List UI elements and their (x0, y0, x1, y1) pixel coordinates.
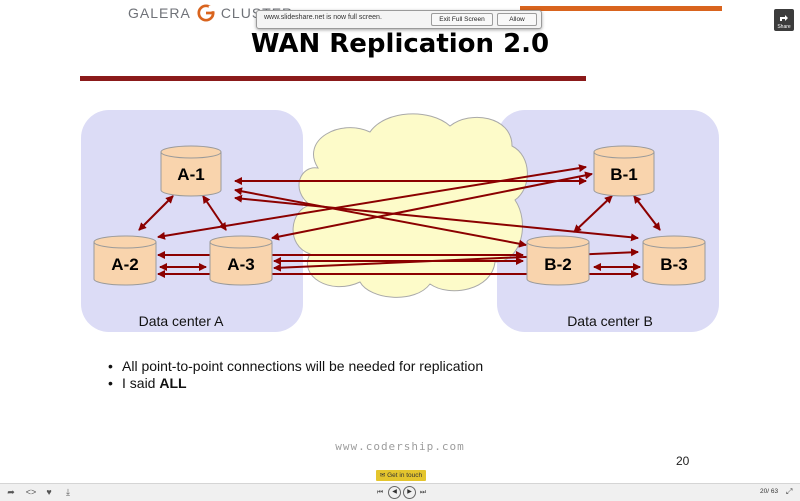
arrow-b1-b3 (633, 195, 661, 231)
logo-text-left: GALERA (128, 5, 191, 21)
share-label: Share (777, 24, 791, 30)
next-icon[interactable]: ▶ (403, 486, 416, 499)
bullet-bold-text: ALL (159, 375, 187, 391)
get-in-touch-button[interactable]: ✉ Get in touch (376, 470, 426, 481)
embed-icon[interactable]: <> (25, 487, 37, 497)
datacenter-b-label: Data center B (567, 313, 653, 329)
node-a2-label: A-2 (111, 255, 138, 274)
share-icon (780, 15, 788, 21)
bullet-item: All point-to-point connections will be n… (108, 358, 483, 375)
slide-title: WAN Replication 2.0 (250, 29, 550, 59)
expand-icon[interactable]: ⤢ (786, 487, 793, 496)
arrow-b1-b2 (573, 195, 613, 233)
node-a2: A-2 (93, 235, 157, 286)
bullet-text: All point-to-point connections will be n… (122, 358, 484, 374)
allow-button[interactable]: Allow (497, 13, 537, 26)
first-slide-icon[interactable]: ⏮ (376, 489, 384, 496)
download-icon[interactable]: ⤓ (66, 487, 70, 497)
datacenter-a-label: Data center A (139, 313, 224, 329)
node-a1-label: A-1 (177, 165, 204, 184)
footer-url: www.codership.com (335, 440, 465, 453)
header-accent-bar (520, 6, 722, 11)
node-b1: B-1 (593, 145, 655, 197)
node-a1: A-1 (160, 145, 222, 197)
share-icon[interactable]: ➦ (7, 487, 15, 497)
datacenter-a-panel (81, 110, 303, 332)
last-slide-icon[interactable]: ⏭ (419, 489, 427, 496)
slide-number: 20 (676, 454, 690, 468)
node-b3: B-3 (642, 235, 706, 286)
node-a3-label: A-3 (227, 255, 254, 274)
node-b3-label: B-3 (660, 255, 687, 274)
node-b2: B-2 (526, 235, 590, 286)
fullscreen-message: www.slideshare.net is now full screen. (264, 14, 382, 21)
bullet-item: I said ALL (108, 375, 483, 392)
player-toolbar: ➦ <> ♥ ⤓ ⏮ ◀ ▶ ⏭ 20/ 63 ⤢ (0, 483, 800, 501)
share-button[interactable]: Share (774, 9, 794, 31)
previous-icon[interactable]: ◀ (388, 486, 401, 499)
fullscreen-notification: www.slideshare.net is now full screen. E… (256, 10, 542, 29)
exit-fullscreen-button[interactable]: Exit Full Screen (431, 13, 493, 26)
get-in-touch-label: Get in touch (387, 472, 423, 479)
title-rule (80, 76, 586, 81)
datacenter-b-panel (497, 110, 719, 332)
node-b2-label: B-2 (544, 255, 571, 274)
node-a3: A-3 (209, 235, 273, 286)
page-count: 20/ 63 (760, 488, 779, 495)
bullet-text-prefix: I said (122, 375, 160, 391)
arrow-a3-b1 (271, 171, 593, 241)
bullet-list: All point-to-point connections will be n… (108, 358, 483, 392)
wan-cloud (292, 113, 528, 298)
heart-icon[interactable]: ♥ (46, 487, 52, 497)
node-b1-label: B-1 (610, 165, 637, 184)
galera-g-icon (197, 4, 215, 22)
mail-icon: ✉ (379, 472, 386, 479)
